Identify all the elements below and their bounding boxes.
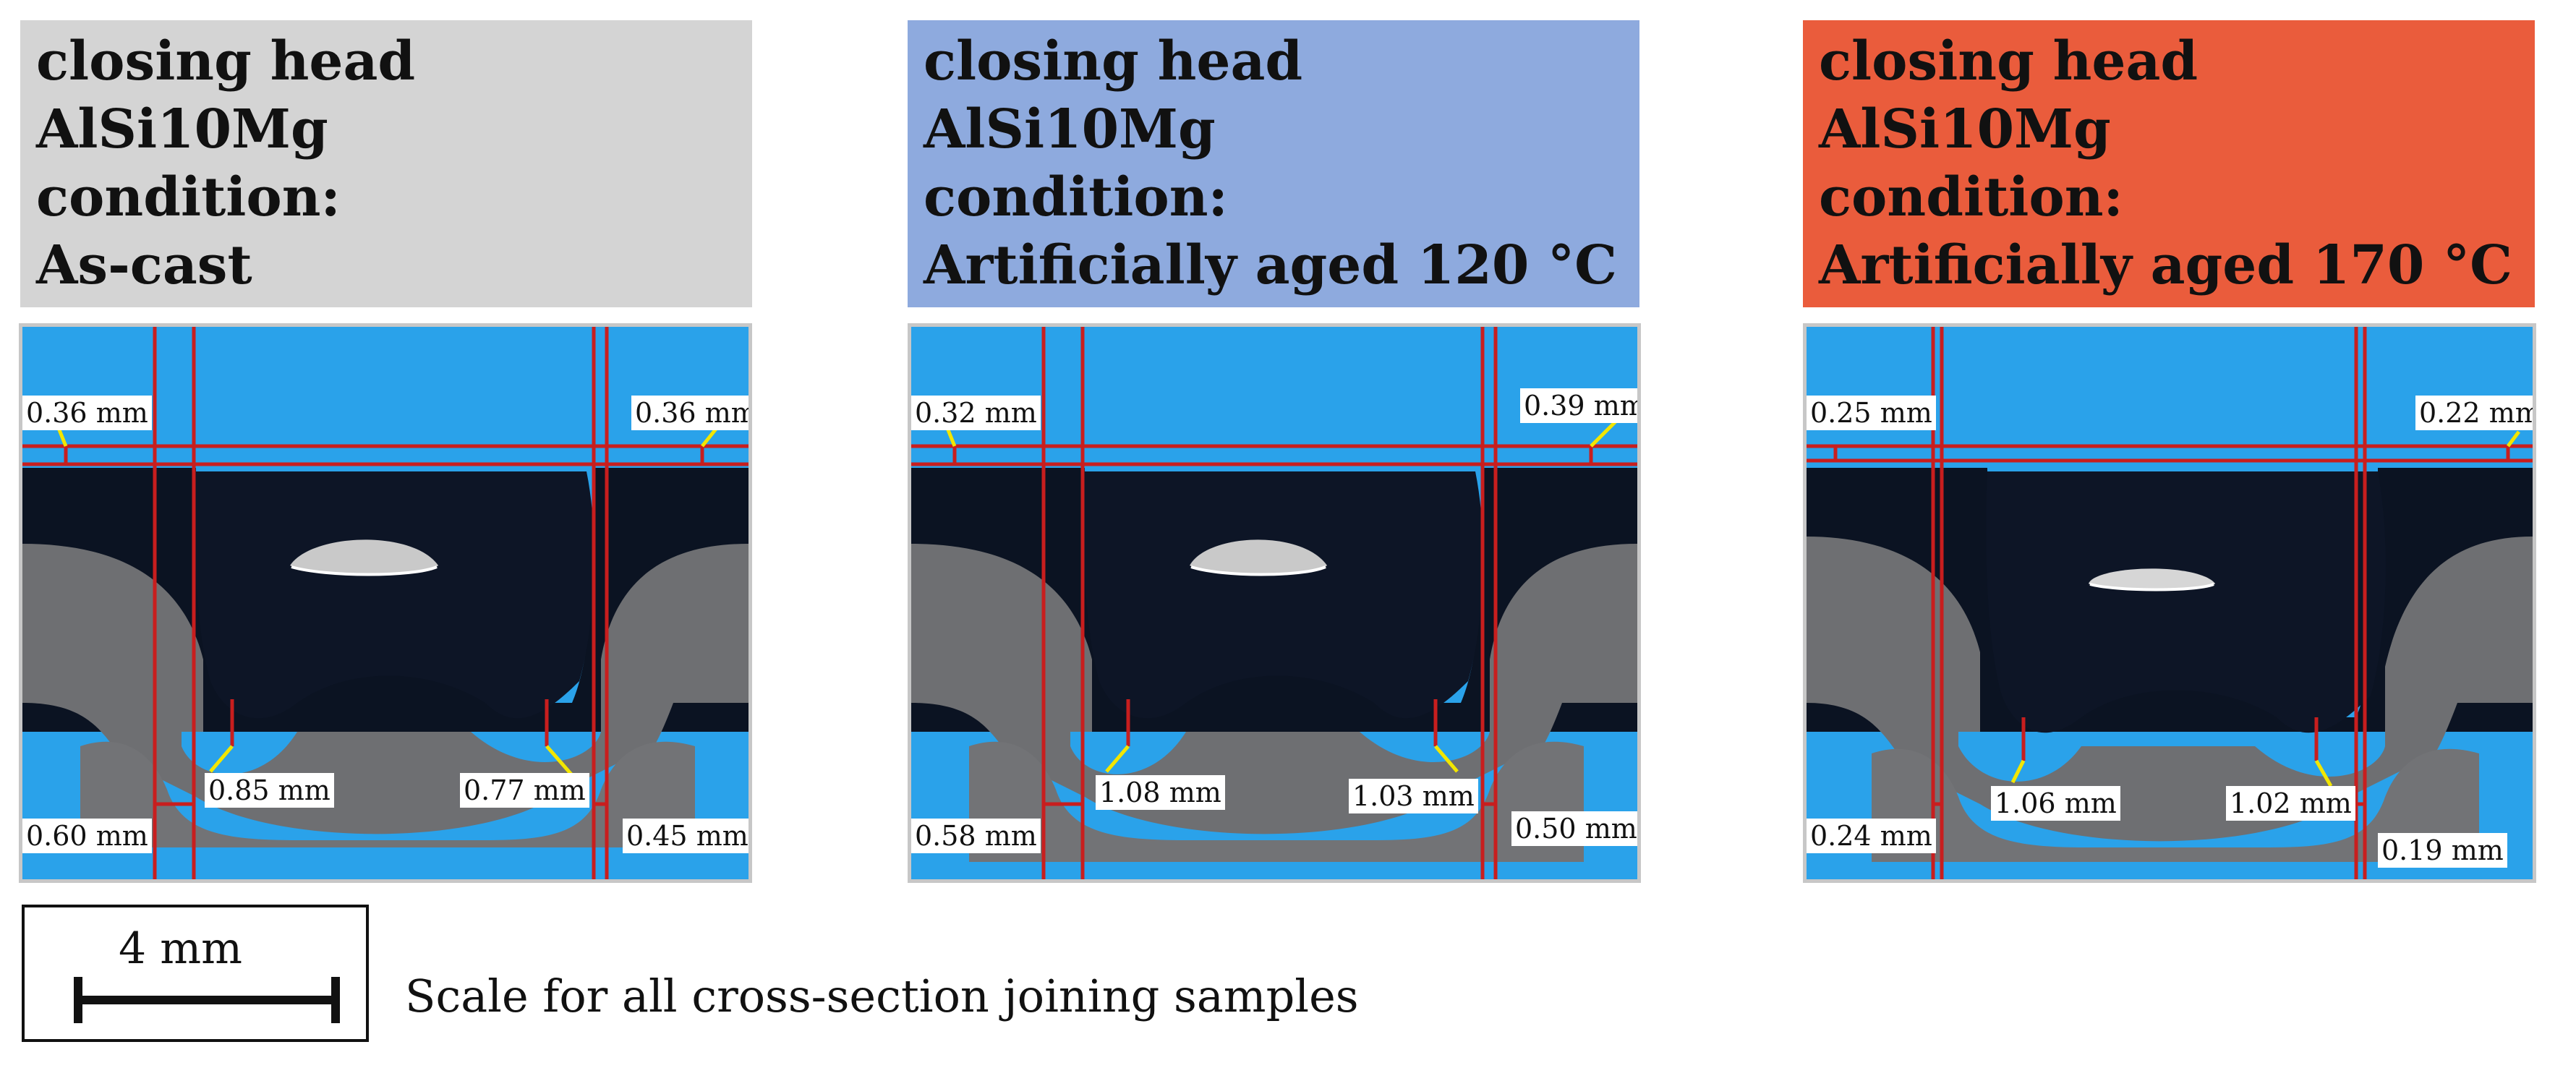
measurement-bottom-inner-right: 1.03 mm [1349,779,1478,813]
label-line-3: condition: [924,166,1228,228]
measurement-top-right: 0.22 mm [2415,396,2533,430]
label-line-4: As-cast [36,234,252,296]
measurement-bottom-inner-right: 0.77 mm [460,773,589,808]
label-line-2: AlSi10Mg [1819,98,2111,161]
label-line-3: condition: [36,166,341,228]
measurement-bottom-outer-left: 0.24 mm [1807,819,1936,853]
scale-tick-right [331,977,340,1023]
measurement-bottom-outer-left: 0.60 mm [22,819,152,853]
label-line-4: Artificially aged 120 °C [924,234,1618,296]
label-line-1: closing head [924,30,1303,93]
label-line-1: closing head [1819,30,2198,93]
label-line-1: closing head [36,30,416,93]
label-line-2: AlSi10Mg [36,98,328,161]
measurement-bottom-outer-right: 0.45 mm [623,819,749,853]
cross-section-panel-aged-170: 0.25 mm 0.22 mm 0.24 mm 1.06 mm 1.02 mm … [1803,323,2536,883]
scale-tick-left [74,977,82,1023]
measurement-bottom-outer-left: 0.58 mm [911,819,1041,853]
measurement-bottom-inner-left: 1.06 mm [1991,786,2120,821]
measurement-bottom-outer-right: 0.19 mm [2378,833,2507,868]
scale-caption: Scale for all cross-section joining samp… [405,970,1359,1022]
measurement-bottom-inner-left: 1.08 mm [1096,775,1225,810]
label-line-3: condition: [1819,166,2123,228]
condition-label-aged-120: closing head AlSi10Mg condition: Artific… [908,20,1639,307]
label-line-2: AlSi10Mg [924,98,1216,161]
condition-label-as-cast: closing head AlSi10Mg condition: As-cast [20,20,752,307]
scale-bar [74,996,340,1004]
condition-label-aged-170: closing head AlSi10Mg condition: Artific… [1803,20,2535,307]
cross-section-panel-aged-120: 0.32 mm 0.39 mm 0.58 mm 1.08 mm 1.03 mm … [908,323,1641,883]
label-line-4: Artificially aged 170 °C [1819,234,2513,296]
measurement-top-left: 0.32 mm [911,396,1041,430]
measurement-bottom-outer-right: 0.50 mm [1511,811,1637,846]
measurement-top-right: 0.36 mm [631,396,749,430]
measurement-top-left: 0.36 mm [22,396,152,430]
scale-bar-box: 4 mm [22,905,369,1042]
measurement-top-right: 0.39 mm [1520,388,1637,423]
cross-section-panel-as-cast: 0.36 mm 0.36 mm 0.60 mm 0.85 mm 0.77 mm … [19,323,752,883]
scale-label: 4 mm [119,923,243,974]
cross-section-image-aged-170 [1807,327,2533,879]
measurement-top-left: 0.25 mm [1807,396,1936,430]
measurement-bottom-inner-left: 0.85 mm [205,773,334,808]
measurement-bottom-inner-right: 1.02 mm [2226,786,2355,821]
